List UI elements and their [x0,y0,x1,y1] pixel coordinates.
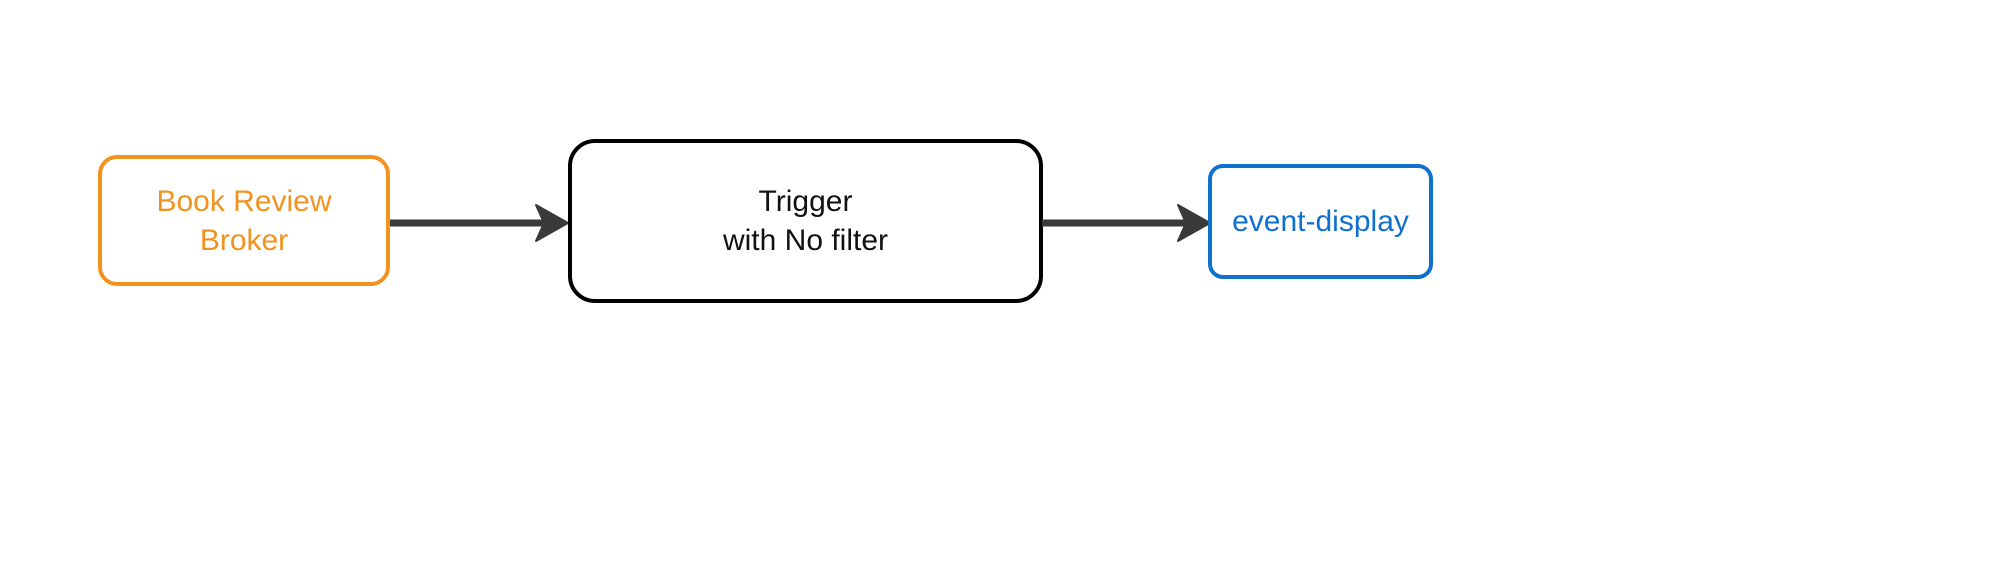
edge-trigger-to-event-display [1042,204,1211,242]
node-book-review-broker[interactable]: Book Review Broker [98,155,390,286]
arrowhead-icon [1177,204,1211,242]
node-event-display[interactable]: event-display [1208,164,1433,279]
node-trigger[interactable]: Trigger with No filter [568,139,1043,303]
edge-broker-to-trigger [390,204,569,242]
edge-trigger-to-event-group [1042,204,1211,242]
node-event-display-label: event-display [1232,205,1409,238]
node-trigger-label-line2: with No filter [722,224,889,257]
arrowhead-icon [535,204,569,242]
edge-broker-to-trigger-group [390,204,569,242]
node-trigger-label-line1: Trigger [758,185,853,218]
node-broker-label-line2: Broker [199,223,289,257]
node-broker-label-line1: Book Review [156,184,332,218]
